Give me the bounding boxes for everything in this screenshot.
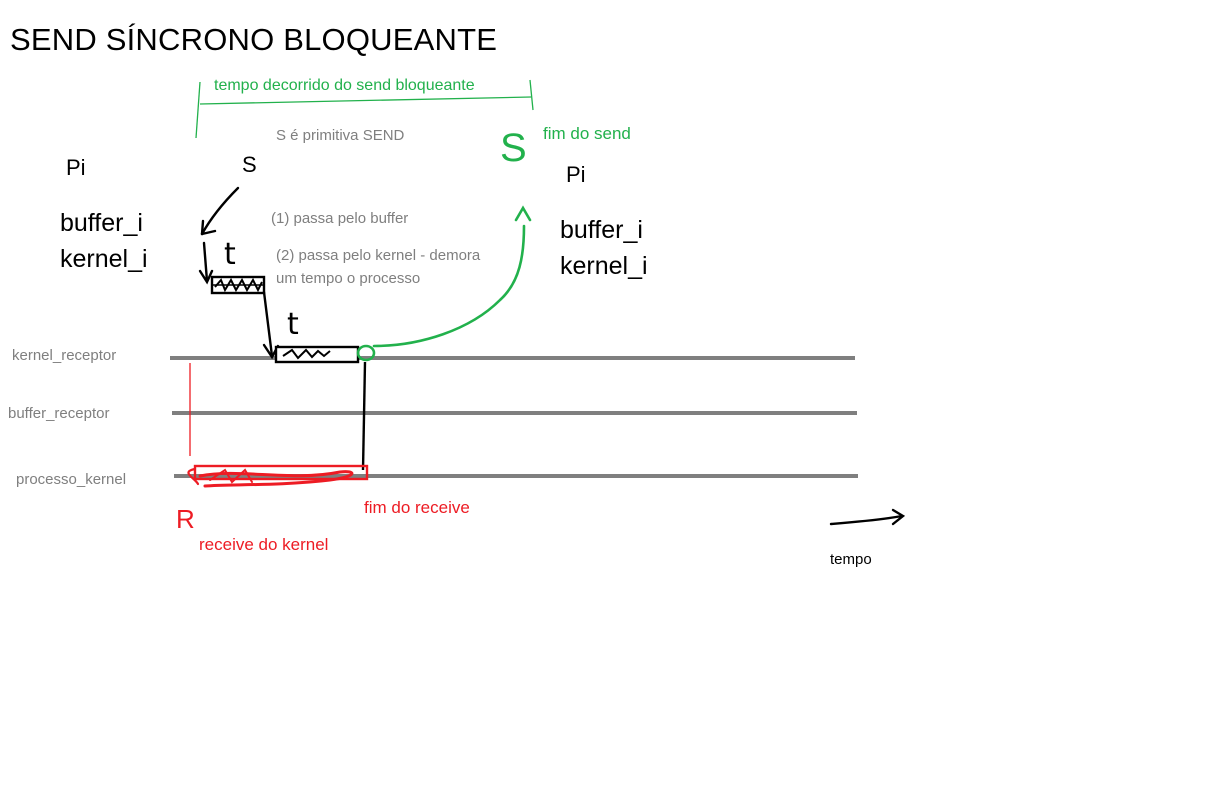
- r-label: R: [176, 504, 195, 534]
- buffer-block: [210, 275, 266, 295]
- t2-label: t: [287, 307, 299, 342]
- kernel-to-process-line: [361, 361, 367, 471]
- kernel-right-label: kernel_i: [560, 252, 648, 280]
- step1-label: (1) passa pelo buffer: [271, 210, 409, 227]
- receive-block: [187, 464, 369, 488]
- t1-label: t: [224, 237, 236, 272]
- kernel-block: [274, 345, 360, 364]
- s-end-label: S: [500, 126, 527, 170]
- lane-label-kernel-receptor: kernel_receptor: [12, 347, 117, 364]
- elapsed-time-label: tempo decorrido do send bloqueante: [214, 77, 475, 94]
- elapsed-time-bracket: [195, 79, 534, 139]
- step2-line1-label: (2) passa pelo kernel - demora: [276, 247, 481, 264]
- send-arrow: [200, 186, 240, 236]
- primitive-label: S é primitiva SEND: [276, 127, 405, 144]
- end-receive-label: fim do receive: [364, 498, 470, 517]
- s-start-label: S: [242, 152, 257, 177]
- pi-left-label: Pi: [66, 155, 86, 180]
- end-send-label: fim do send: [543, 124, 631, 143]
- lane-label-processo-kernel: processo_kernel: [16, 471, 127, 488]
- kernel-left-label: kernel_i: [60, 245, 148, 273]
- buffer-right-label: buffer_i: [560, 216, 643, 244]
- lane-label-buffer-receptor: buffer_receptor: [8, 405, 110, 422]
- send-complete-arrow: [356, 205, 532, 362]
- pi-right-label: Pi: [566, 162, 586, 187]
- time-axis-label: tempo: [830, 551, 872, 568]
- time-axis-arrow: [829, 508, 906, 526]
- buffer-left-label: buffer_i: [60, 209, 143, 237]
- step2-line2-label: um tempo o processo: [276, 270, 421, 287]
- buffer-drop-arrow: [198, 241, 214, 285]
- kernel-receive-label: receive do kernel: [199, 535, 329, 554]
- page-title: SEND SÍNCRONO BLOQUEANTE: [10, 22, 498, 57]
